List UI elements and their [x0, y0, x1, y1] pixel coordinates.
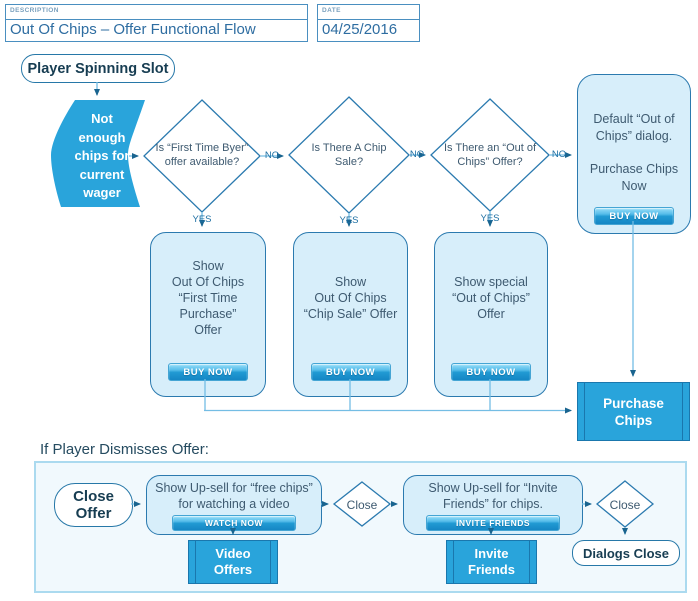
default-dialog-box: Default “Out of Chips” dialog. Purchase … — [577, 74, 691, 234]
decision-first-time-buyer-text: Is “First Time Byer” offer available? — [155, 142, 249, 168]
purchase-chips-box: Purchase Chips — [577, 382, 690, 441]
buy-now-button[interactable]: BUY NOW — [594, 207, 674, 225]
offer-special-box: Show special “Out of Chips” Offer BUY NO… — [434, 232, 548, 397]
decision-chip-sale-text: Is There A Chip Sale? — [311, 142, 387, 168]
buy-now-button[interactable]: BUY NOW — [168, 363, 248, 381]
default-dialog-text1: Default “Out of Chips” dialog. — [593, 112, 675, 143]
upsell-invite-box: Show Up-sell for “Invite Friends” for ch… — [403, 475, 583, 535]
trigger-text: Not enough chips for current wager — [74, 111, 130, 200]
yes-label: YES — [480, 213, 500, 224]
invite-friends-box: Invite Friends — [446, 540, 537, 584]
buy-now-button[interactable]: BUY NOW — [451, 363, 531, 381]
default-dialog-text2: Purchase Chips Now — [589, 162, 679, 193]
close-decision-2-text: Close — [609, 498, 641, 512]
offer-chip-sale-text: Show Out Of Chips “Chip Sale” Offer — [303, 275, 398, 321]
start-terminator: Player Spinning Slot — [21, 54, 175, 83]
date-label: DATE — [322, 7, 341, 14]
description-value: Out Of Chips – Offer Functional Flow — [10, 21, 256, 38]
header-separator — [318, 19, 419, 20]
description-label: DESCRIPTION — [10, 7, 59, 14]
yes-label: YES — [192, 214, 212, 225]
no-label: NO — [409, 149, 425, 160]
dismiss-heading: If Player Dismisses Offer: — [40, 441, 209, 458]
header-separator — [6, 19, 307, 20]
buy-now-button[interactable]: BUY NOW — [310, 363, 391, 381]
upsell-video-box: Show Up-sell for “free chips” for watchi… — [146, 475, 322, 535]
yes-label: YES — [339, 215, 359, 226]
header-description-cell: DESCRIPTION Out Of Chips – Offer Functio… — [5, 4, 308, 42]
dismiss-section-container — [34, 461, 687, 593]
no-label: NO — [551, 149, 567, 160]
watch-now-button[interactable]: WATCH NOW — [172, 515, 296, 531]
dialogs-close-terminator: Dialogs Close — [572, 540, 680, 566]
offer-chip-sale-box: Show Out Of Chips “Chip Sale” Offer BUY … — [293, 232, 408, 397]
decision-out-of-chips-text: Is There an “Out of Chips” Offer? — [443, 142, 537, 168]
close-offer-terminator: Close Offer — [54, 483, 133, 527]
upsell-invite-text: Show Up-sell for “Invite Friends” for ch… — [428, 481, 558, 511]
video-offers-box: Video Offers — [188, 540, 278, 584]
offer-first-time-box: Show Out Of Chips “First Time Purchase” … — [150, 232, 266, 397]
upsell-video-text: Show Up-sell for “free chips” for watchi… — [155, 481, 313, 511]
close-decision-1-text: Close — [346, 498, 378, 512]
date-value: 04/25/2016 — [322, 21, 398, 38]
invite-friends-button[interactable]: INVITE FRIENDS — [426, 515, 560, 531]
no-label: NO — [264, 150, 280, 161]
offer-first-time-text: Show Out Of Chips “First Time Purchase” … — [171, 259, 245, 337]
offer-special-text: Show special “Out of Chips” Offer — [452, 275, 530, 321]
header-date-cell: DATE 04/25/2016 — [317, 4, 420, 42]
